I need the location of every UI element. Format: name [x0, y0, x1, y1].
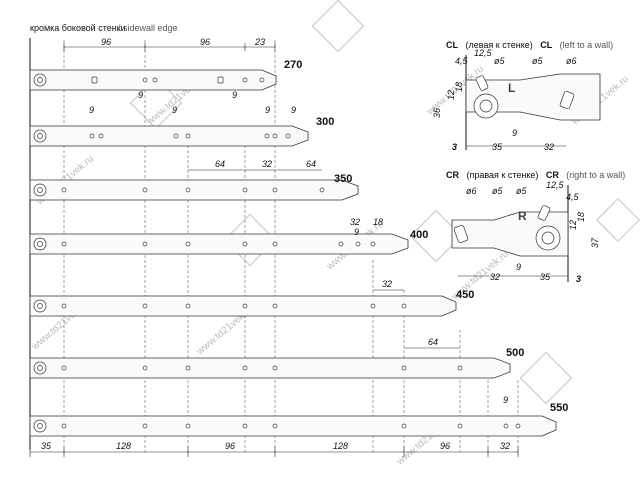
runner-dim-label: 9	[503, 395, 508, 405]
cl-dim: 35	[492, 142, 503, 152]
runner-length-label: 270	[284, 59, 302, 71]
detail-cl: CL (левая к стенке) CL (left to a wall) …	[432, 35, 613, 152]
cr-dim: 18	[576, 212, 586, 222]
cr-box-label: R	[518, 209, 527, 223]
runner-dim-label: 9	[172, 105, 177, 115]
runner-350: 350 64 32 64	[29, 159, 359, 201]
cr-dim: ø5	[516, 186, 527, 196]
header-title-ru: кромка боковой стенки	[30, 23, 126, 33]
cr-dim: 32	[490, 272, 500, 282]
cl-dim: 9	[512, 128, 517, 138]
cr-dim: ø5	[492, 186, 503, 196]
runner-270: 270 9 9	[29, 59, 302, 100]
bottom-dim-label: 128	[116, 441, 131, 451]
cr-dim: 12,5	[546, 180, 565, 190]
runner-length-label: 450	[456, 289, 474, 301]
cl-dim: 4,5	[455, 56, 469, 66]
runner-400: 400 32 18 9	[29, 217, 428, 255]
top-dim-label: 23	[254, 37, 265, 47]
top-dim-label: 96	[200, 37, 210, 47]
top-dimension-chain: 96 96 23	[63, 37, 276, 51]
runner-450: 450 32	[29, 279, 474, 317]
bottom-dim-label: 128	[333, 441, 348, 451]
runner-dim-label: 9	[138, 90, 143, 100]
runner-dim-label: 9	[89, 105, 94, 115]
runner-300: 300 9 9 9 9	[29, 105, 334, 147]
top-dim-label: 96	[101, 37, 111, 47]
runner-dim-label: 64	[215, 159, 225, 169]
bottom-dim-label: 32	[500, 441, 510, 451]
bottom-dim-label: 35	[41, 441, 52, 451]
cr-dim: 12	[568, 220, 578, 230]
cr-dim: 35	[540, 272, 551, 282]
runner-dim-label: 9	[232, 90, 237, 100]
runner-dim-label: 32	[262, 159, 272, 169]
cl-dim: ø5	[532, 56, 543, 66]
runner-length-label: 400	[410, 229, 428, 241]
runner-dim-label: 64	[428, 337, 438, 347]
runner-dim-label: 9	[291, 105, 296, 115]
header-title-en: / sidewall edge	[118, 23, 178, 33]
cl-dim: 32	[544, 142, 554, 152]
runner-dim-label: 9	[354, 227, 359, 237]
runner-length-label: 550	[550, 402, 568, 414]
cl-dim: 36	[432, 108, 442, 118]
cl-dim: ø6	[566, 56, 577, 66]
runner-length-label: 300	[316, 116, 334, 128]
cr-dim: 3	[576, 274, 581, 284]
runner-length-label: 500	[506, 347, 524, 359]
detail-cr: CR (правая к стенке) CR (right to a wall…	[446, 165, 625, 284]
bottom-dimension-chain: 35 128 96 128 96 32	[29, 441, 519, 457]
cr-detail-title: CR (правая к стенке) CR (right to a wall…	[446, 165, 625, 182]
runner-dim-label: 32	[350, 217, 360, 227]
bottom-dim-label: 96	[440, 441, 450, 451]
cl-dim: ø5	[494, 56, 505, 66]
runner-dim-label: 18	[373, 217, 383, 227]
bottom-dim-label: 96	[225, 441, 235, 451]
cl-dim: 18	[454, 82, 464, 92]
runner-dim-label: 9	[265, 105, 270, 115]
runner-500: 500 64	[29, 337, 524, 379]
cl-dim: 12,5	[474, 48, 493, 58]
runner-dim-label: 32	[382, 279, 392, 289]
runner-550: 550 9	[29, 395, 568, 437]
cl-detail-title: CL (левая к стенке) CL (left to a wall)	[446, 35, 613, 52]
cr-dim: ø6	[466, 186, 477, 196]
cl-dim: 3	[452, 142, 457, 152]
cr-dim: 4,5	[566, 192, 580, 202]
runner-length-label: 350	[334, 173, 352, 185]
cl-dim: 12	[446, 90, 456, 100]
cl-box-label: L	[508, 81, 515, 95]
cr-dim: 9	[516, 262, 521, 272]
cr-dim: 37	[590, 237, 600, 248]
runner-dim-label: 64	[306, 159, 316, 169]
